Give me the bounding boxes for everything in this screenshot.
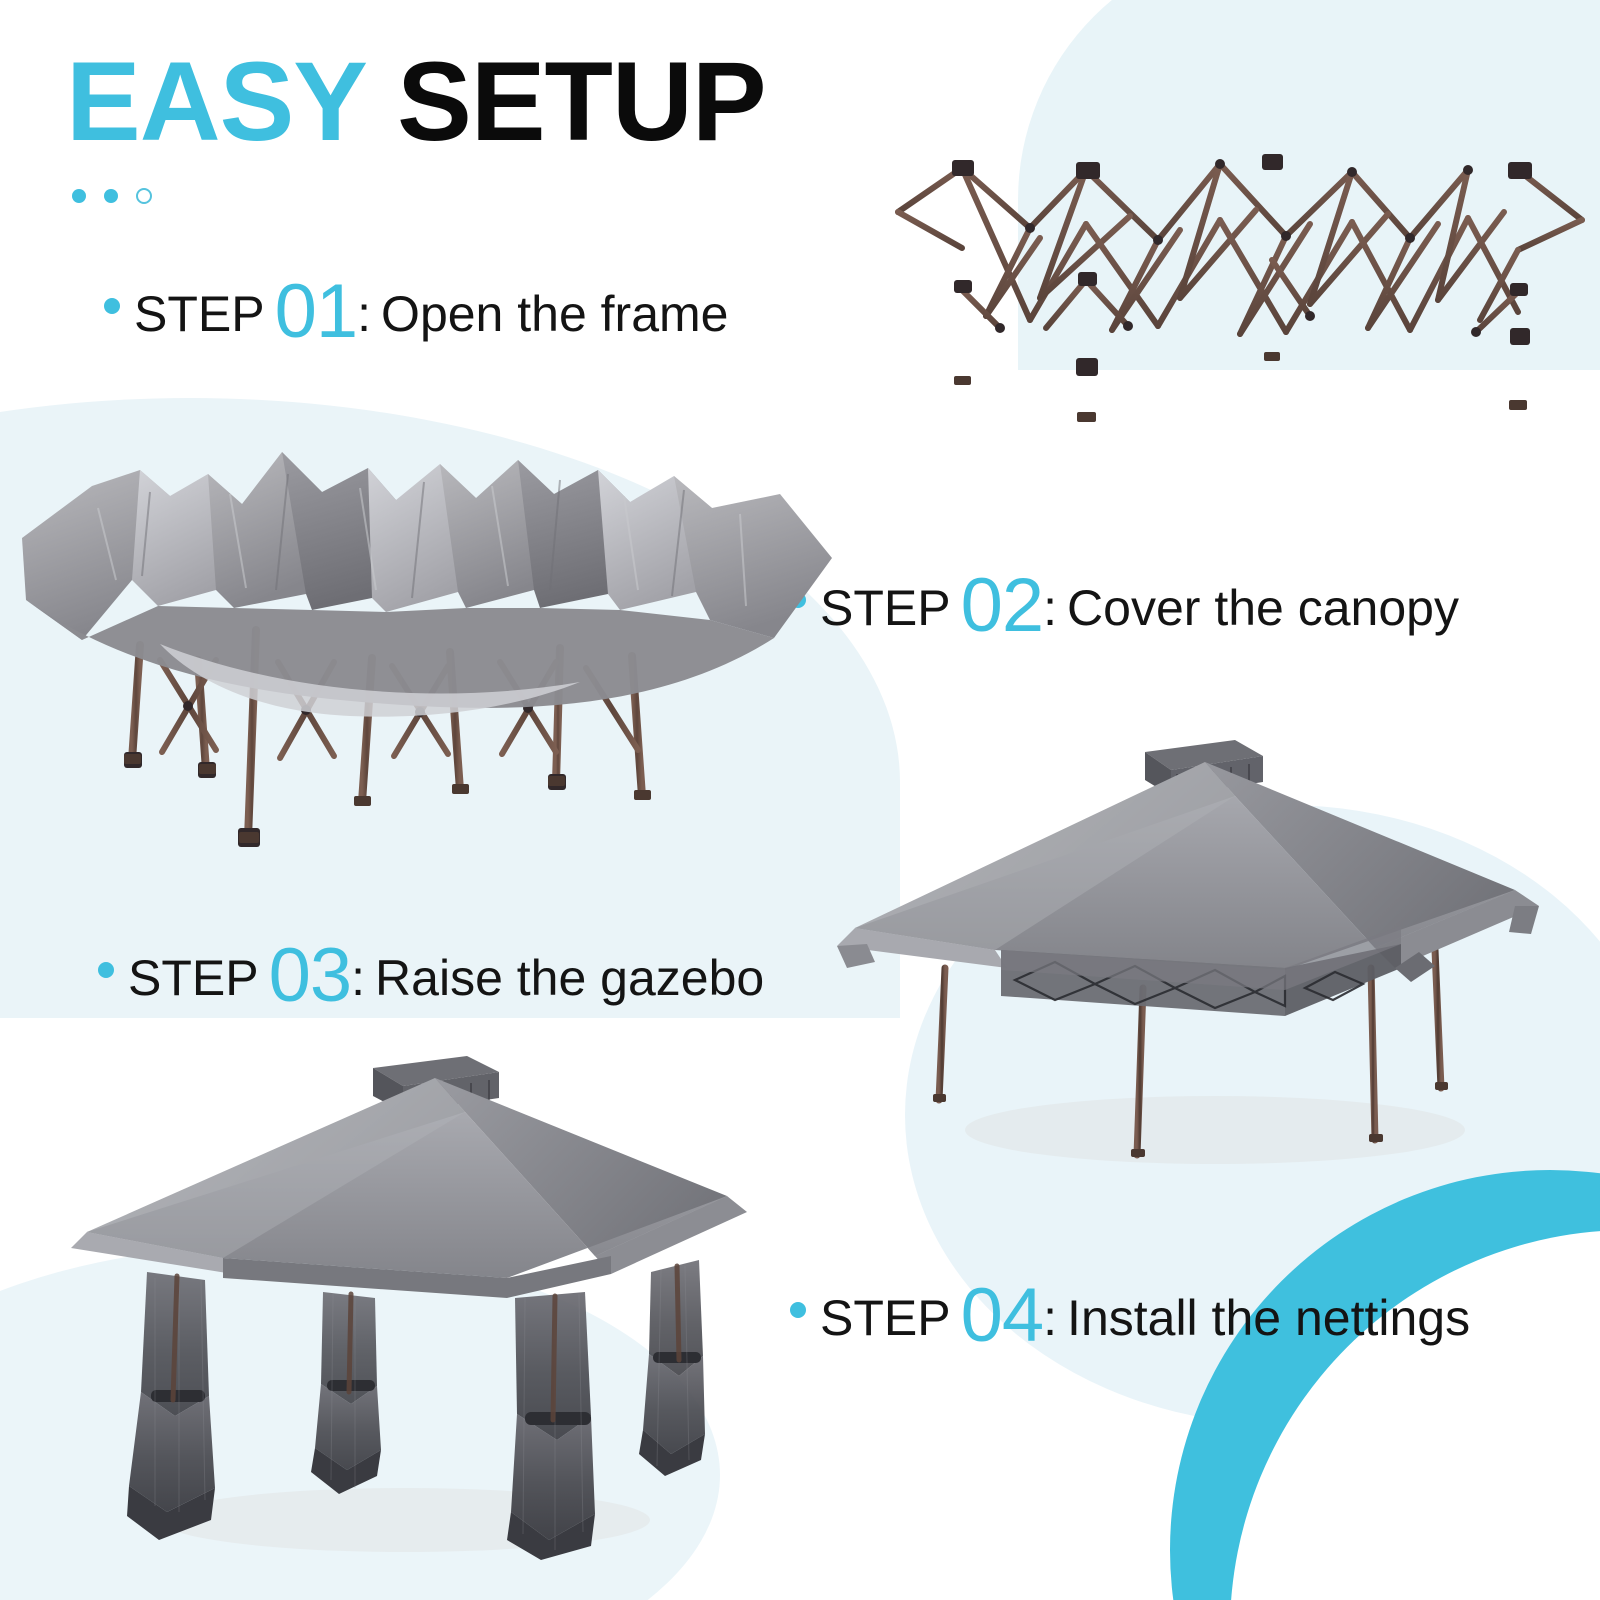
step-03-text: Raise the gazebo [375,950,765,1006]
gazebo-corner-flaps [837,906,1539,982]
title-dot-3 [136,188,152,204]
frame-scissor-lattice [895,158,1585,425]
step-02-number: 02 [960,563,1045,648]
gazebo-valance [1001,926,1401,1016]
canopy-fabric-drape [22,452,832,717]
step-02-word: STEP [820,580,951,636]
step-01-word: STEP [134,286,265,342]
netting-gazebo-roof [71,1078,747,1278]
page-title-setup: SETUP [397,39,766,164]
step-03-word: STEP [128,950,259,1006]
step-04-bullet-icon [790,1302,806,1318]
step-04-word: STEP [820,1290,951,1346]
blue-corner-arc [1170,1170,1600,1600]
draped-canopy-illustration [20,430,840,860]
step-03-number: 03 [268,933,353,1018]
step-04-number: 04 [960,1273,1045,1358]
frame-feet [954,352,1527,422]
frame-joint-connectors [952,154,1532,376]
page-title-easy: EASY [66,39,368,164]
step-03-separator: : [351,950,366,1006]
gazebo-ground-shadow [965,1096,1465,1164]
title-dot-1 [72,189,86,203]
step-04-text: Install the nettings [1067,1290,1471,1346]
step-01-text: Open the frame [381,286,729,342]
netting-curtain-2 [311,1292,381,1494]
step-03-bullet-icon [98,962,114,978]
netting-curtain-3 [507,1292,595,1560]
netting-gazebo-legs [170,1263,682,1423]
step-01-caption: STEP 01 : Open the frame [104,268,729,350]
title-dot-2 [104,189,118,203]
gazebo-with-netting-illustration [55,1020,755,1560]
step-01-bullet-icon [104,298,120,314]
step-04-separator: : [1043,1290,1058,1346]
netting-gazebo-eave [223,1256,611,1298]
draped-frame-feet [124,754,651,843]
netting-curtain-4 [639,1260,705,1476]
step-02-separator: : [1043,580,1058,636]
step-04-caption: STEP 04 : Install the nettings [790,1272,1471,1354]
step-02-text: Cover the canopy [1067,580,1459,636]
gazebo-roof [837,762,1539,970]
step-01-number: 01 [274,269,359,354]
draped-frame-joints [124,701,566,847]
gazebo-legs [935,946,1445,1159]
raised-gazebo-illustration [815,700,1600,1170]
title-dots-decoration [72,188,152,204]
step-03-caption: STEP 03 : Raise the gazebo [98,932,765,1014]
step-02-caption: STEP 02 : Cover the canopy [790,562,1459,644]
folded-frame-illustration [890,120,1590,440]
valance-diamond-pattern [1012,960,1366,1010]
step-01-separator: : [357,286,372,342]
page-title: EASY SETUP [66,46,767,158]
